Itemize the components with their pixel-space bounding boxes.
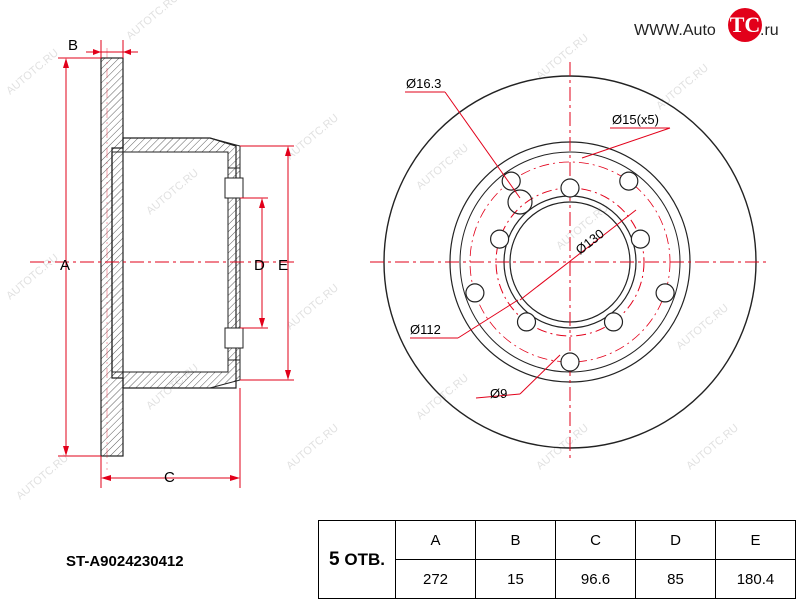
front-view: Ø16.3 Ø15(x5) Ø130 Ø112 Ø9 <box>370 62 770 462</box>
header-a: A <box>395 520 476 560</box>
label-e: E <box>278 257 288 274</box>
holes-number: 5 <box>329 548 340 570</box>
watermark-text: AUTOTC.RU <box>4 47 61 97</box>
logo-prefix: WWW.Auto <box>634 22 716 39</box>
bolt-hole <box>603 312 624 332</box>
spec-table: 5 ОТВ. A B C D E 272 15 96.6 85 180.4 <box>318 520 796 599</box>
leader-pcd <box>519 209 637 301</box>
hat-outline <box>111 137 237 389</box>
watermark-text: AUTOTC.RU <box>4 252 61 302</box>
bolt-hole <box>560 178 580 198</box>
dim-a <box>58 57 101 457</box>
leader-bore <box>457 299 519 339</box>
watermark-text: AUTOTC.RU <box>674 302 731 352</box>
value-e: 180.4 <box>715 559 796 599</box>
header-e: E <box>715 520 796 560</box>
value-c: 96.6 <box>555 559 636 599</box>
watermark-text: AUTOTC.RU <box>284 282 341 332</box>
leader-small-hole <box>475 393 521 399</box>
small-hole <box>560 352 580 372</box>
watermark-text: AUTOTC.RU <box>654 62 711 112</box>
logo-badge: TC <box>728 8 762 42</box>
watermark-text: AUTOTC.RU <box>144 167 201 217</box>
dim-e <box>240 145 294 381</box>
label-b: B <box>68 37 78 54</box>
bolt-hole <box>490 229 510 249</box>
dim-c <box>100 388 241 488</box>
bolt-hole <box>516 312 537 332</box>
small-hole <box>619 171 639 191</box>
header-d: D <box>635 520 716 560</box>
watermark-text: AUTOTC.RU <box>284 422 341 472</box>
spec-value-row: 272 15 96.6 85 180.4 <box>319 559 796 599</box>
callout-hub-hole: Ø16.3 <box>406 76 441 91</box>
hat-top-wall <box>111 137 241 169</box>
autotc-logo: WWW.Auto TC .ru <box>634 6 794 48</box>
hub-bolt-hole-top <box>224 177 244 199</box>
logo-suffix: .ru <box>760 22 779 39</box>
callout-center-bore: Ø112 <box>410 322 441 337</box>
value-a: 272 <box>395 559 476 599</box>
value-b: 15 <box>475 559 556 599</box>
watermark-text: AUTOTC.RU <box>684 422 741 472</box>
holes-unit: ОТВ. <box>344 549 385 569</box>
watermark-text: AUTOTC.RU <box>534 32 591 82</box>
hat-bottom-wall <box>111 359 241 389</box>
label-a: A <box>60 257 70 274</box>
small-hole <box>465 283 485 303</box>
watermark-text: AUTOTC.RU <box>14 452 71 502</box>
small-hole <box>655 283 675 303</box>
watermark-text: AUTOTC.RU <box>284 112 341 162</box>
watermark-text: AUTOTC.RU <box>124 0 181 42</box>
leader-hub-hole <box>444 91 521 199</box>
small-holes <box>465 171 675 372</box>
value-d: 85 <box>635 559 716 599</box>
holes-cell: 5 ОТВ. <box>318 520 396 599</box>
part-number: ST-A9024230412 <box>66 553 184 570</box>
label-d: D <box>254 257 265 274</box>
callout-bolt-holes: Ø15(x5) <box>612 112 659 127</box>
header-c: C <box>555 520 636 560</box>
header-b: B <box>475 520 556 560</box>
leader-bolt-holes <box>581 127 671 159</box>
hub-face <box>227 167 241 361</box>
dim-d <box>240 197 268 329</box>
callout-small-hole: Ø9 <box>490 386 507 401</box>
spec-header-row: 5 ОТВ. A B C D E <box>318 520 796 599</box>
bolt-hole <box>630 229 651 249</box>
side-view: A B C <box>30 37 295 488</box>
hub-bolt-hole-bottom <box>224 327 244 349</box>
hub-hole-ring <box>507 189 533 215</box>
label-c: C <box>164 469 175 486</box>
bolt-holes <box>490 178 651 332</box>
small-hole <box>501 171 521 191</box>
dim-b <box>86 40 138 58</box>
